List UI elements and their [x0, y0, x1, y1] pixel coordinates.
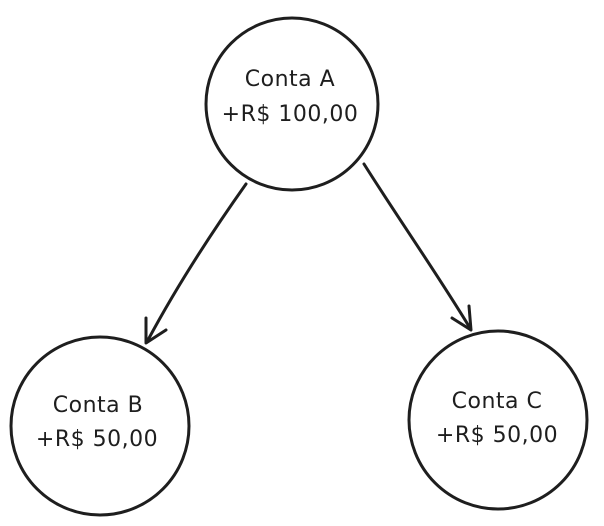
- node-conta-c-amount: +R$ 50,00: [436, 423, 558, 448]
- node-conta-a-amount: +R$ 100,00: [222, 102, 359, 127]
- node-conta-b: Conta B +R$ 50,00: [9, 335, 191, 517]
- node-conta-a-circle: [204, 16, 380, 192]
- node-conta-c-circle: [407, 329, 589, 511]
- edge-a-to-c-arrowhead: [450, 304, 473, 332]
- node-conta-a: Conta A +R$ 100,00: [204, 16, 380, 192]
- node-conta-c: Conta C +R$ 50,00: [407, 329, 589, 511]
- node-conta-b-amount: +R$ 50,00: [36, 427, 158, 452]
- edge-a-to-b: [144, 182, 248, 345]
- edge-a-to-c-line: [362, 162, 472, 330]
- node-conta-b-name: Conta B: [53, 393, 143, 418]
- edge-a-to-b-line: [146, 182, 248, 342]
- node-conta-b-circle: [9, 335, 191, 517]
- node-conta-a-name: Conta A: [245, 67, 335, 92]
- node-conta-c-name: Conta C: [452, 389, 543, 414]
- edge-a-to-c: [362, 162, 473, 332]
- edge-a-to-b-arrowhead: [144, 316, 168, 345]
